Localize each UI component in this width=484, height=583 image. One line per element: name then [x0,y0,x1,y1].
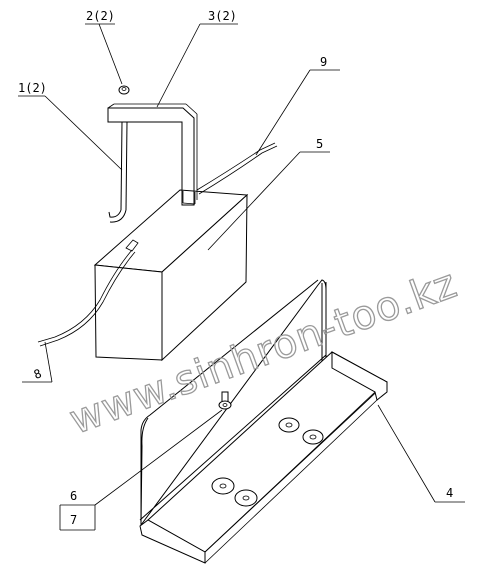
battery-tray [139,279,388,564]
j-bolt [108,121,128,223]
leader-lines [18,23,465,531]
label-part-8: 8 [32,366,44,382]
callout-labels: 2(2) 3(2) 1(2) 9 5 8 6 7 4 [18,9,453,527]
nut [118,85,130,95]
label-part-5: 5 [316,137,323,151]
label-part-6: 6 [70,489,77,503]
label-part-4: 4 [446,486,453,500]
label-part-1: 1(2) [18,81,47,95]
label-part-9: 9 [320,55,327,69]
label-part-2: 2(2) [86,9,115,23]
cable-8 [37,249,136,347]
bolt-and-washer [218,391,232,410]
cable-9 [196,142,278,195]
label-part-3: 3(2) [208,9,237,23]
battery-box [93,189,249,362]
hold-down-bracket [107,103,198,206]
label-part-7: 7 [70,513,77,527]
